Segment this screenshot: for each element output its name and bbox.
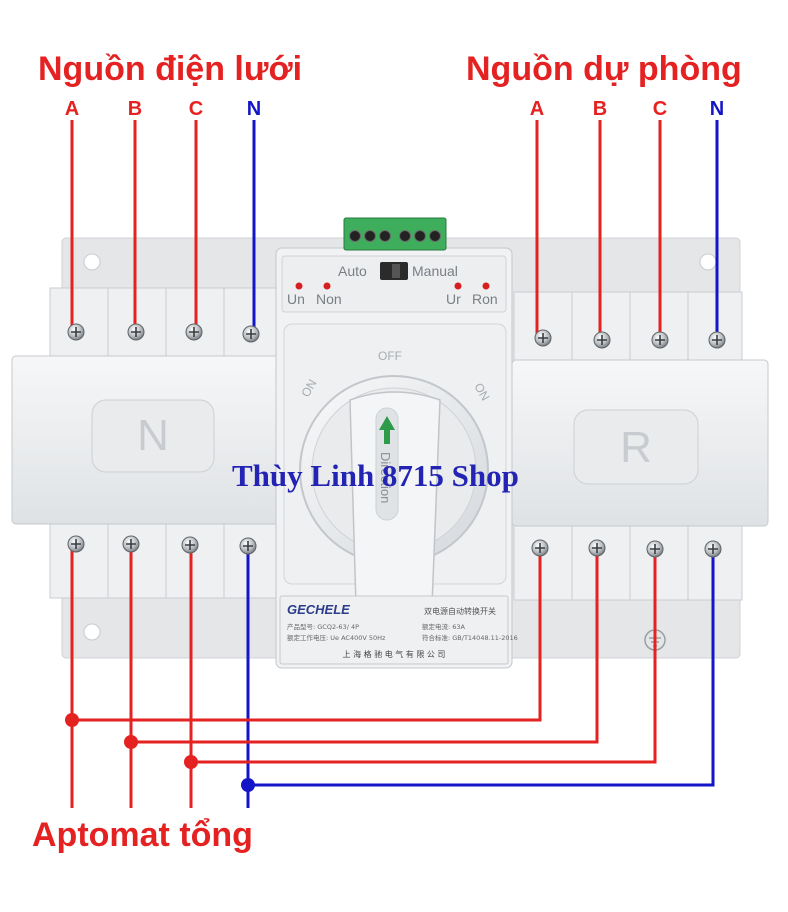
plate-title: 双电源自动转换开关 [424,606,496,616]
grid-phase-a: A [64,98,80,120]
junction-n [241,778,255,792]
normal-label: N [137,411,169,460]
led-indicator-icon [482,282,490,290]
mode-switch-knob [392,264,400,278]
brand-label: GECHELE [287,602,350,617]
plate-model: 产品型号: GCQ2-63/ 4P [287,622,359,631]
led-indicator-icon [454,282,462,290]
screw-terminal-icon [651,331,669,349]
led-ron-label: Ron [472,291,498,307]
screw-terminal-icon [708,331,726,349]
screw-terminal-icon [122,535,140,553]
upper-terminals-left [49,287,281,361]
nameplate [279,595,509,665]
mode-manual-label: Manual [412,263,458,279]
junction-c [184,755,198,769]
screw-terminal-icon [704,540,722,558]
mount-hole-right [699,253,717,271]
screw-terminal-icon [593,331,611,349]
knob-direction-label: Direction [378,452,393,503]
bus-link-c [191,548,657,764]
screw-terminal-icon [185,323,203,341]
controller-top-panel [281,255,507,313]
plate-maker: 上 海 格 驰 电 气 有 限 公 司 [343,649,446,659]
wiring-layer [65,120,719,808]
upper-terminals-right [513,291,743,363]
mount-hole-bl [83,623,101,641]
grid-phase-b: B [127,98,143,120]
led-un-label: Un [287,291,305,307]
screw-terminal-icon [531,539,549,557]
knob-handle-groove [375,407,399,521]
screw-terminal-icon [67,535,85,553]
led-indicator-icon [323,282,331,290]
bus-link-n [248,548,715,787]
screw-terminal-icon [67,323,85,341]
junction-a [65,713,79,727]
screw-terminal-icon [534,329,552,347]
screw-terminal-icon [181,536,199,554]
backup-phase-a: A [529,98,545,120]
junction-b [124,735,138,749]
knob-off-label: OFF [378,349,402,363]
grid-phase-n: N [246,98,262,120]
reserve-label: R [620,423,652,472]
bus-link-b [131,548,599,744]
screw-terminal-icon [242,325,260,343]
mount-hole-left [83,253,101,271]
screw-terminal-icon [588,539,606,557]
grid-phase-c: C [188,98,204,120]
plate-current: 额定电流: 63A [422,622,466,631]
lower-terminals-right [513,521,743,601]
screw-layer [67,323,726,558]
main-breaker-title: Aptomat tổng [32,816,253,854]
control-connector [343,217,447,251]
normal-label-plate [91,399,215,473]
lower-terminals-left [49,519,281,599]
backup-source-title: Nguồn dự phòng [466,50,742,88]
shop-watermark: Thùy Linh 8715 Shop [232,458,519,493]
connector-screws [349,230,441,242]
plate-voltage: 额定工作电压: Ue AC400V 50Hz [287,633,386,642]
grid-source-title: Nguồn điện lưới [38,50,303,88]
up-arrow-icon [379,416,395,444]
backup-phase-c: C [652,98,668,120]
screw-terminal-icon [127,323,145,341]
screw-terminal-icon [239,537,257,555]
plate-standard: 符合标准: GB/T14048.11-2016 [422,633,518,642]
backup-phase-b: B [592,98,608,120]
backup-phase-n: N [709,98,725,120]
led-non-label: Non [316,291,342,307]
mode-auto-label: Auto [338,263,367,279]
bus-link-a [72,548,542,722]
reserve-label-plate [573,409,699,485]
led-indicator-icon [295,282,303,290]
screw-terminal-icon [646,540,664,558]
led-ur-label: Ur [446,291,461,307]
